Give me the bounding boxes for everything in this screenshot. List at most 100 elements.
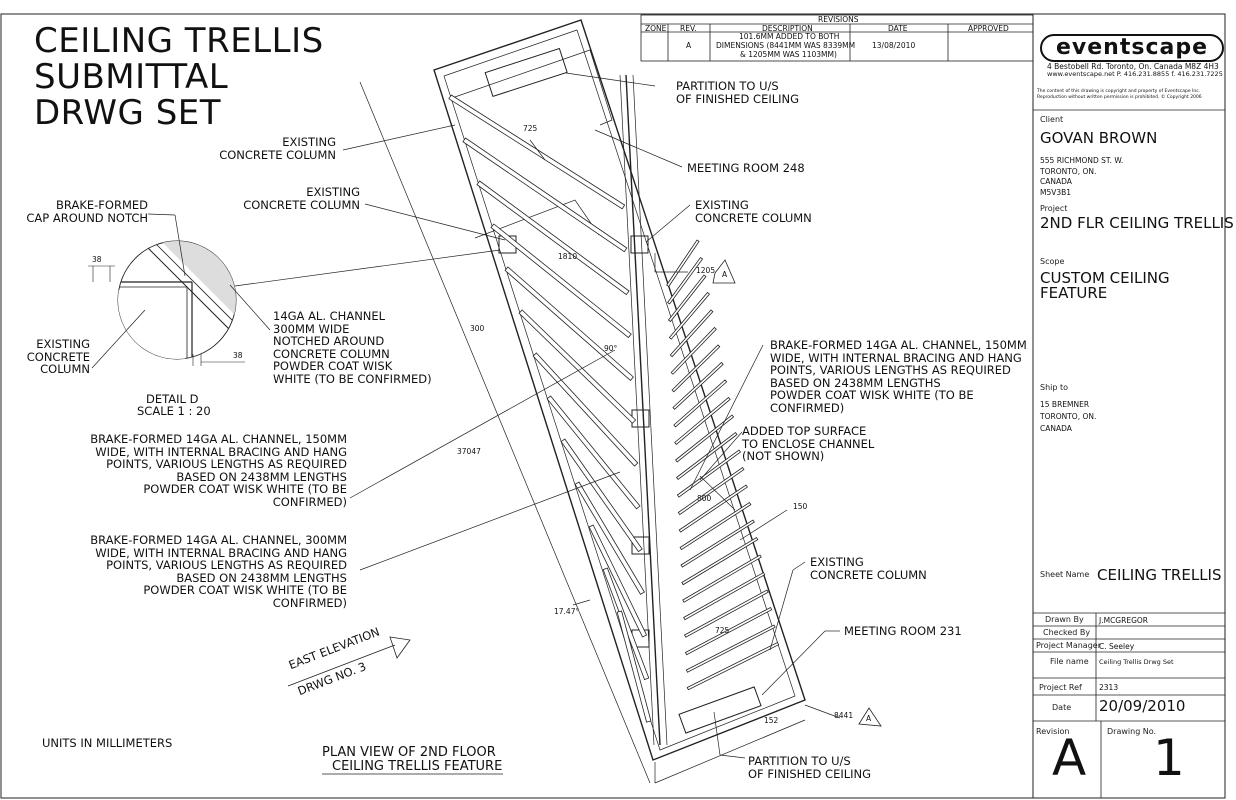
copyright-line1: The content of this drawing is copyright… bbox=[1037, 89, 1201, 94]
channel-150-21 bbox=[684, 606, 773, 656]
note-meeting-room-248: MEETING ROOM 248 bbox=[687, 161, 805, 175]
channel-150-17 bbox=[681, 536, 759, 586]
channel-150-0 bbox=[666, 239, 700, 287]
revision-value: A bbox=[1052, 729, 1087, 787]
channel-300-12 bbox=[616, 610, 652, 723]
plan-title-line2: CEILING TRELLIS FEATURE bbox=[332, 759, 503, 774]
channel-300-8 bbox=[560, 438, 643, 553]
channel-150-12 bbox=[676, 449, 742, 498]
channel-150-16 bbox=[680, 519, 755, 568]
dim-90-deg: 90° bbox=[604, 344, 618, 353]
client-label: Client bbox=[1040, 115, 1064, 124]
channel-300-2 bbox=[476, 180, 630, 296]
rev-row-rev: A bbox=[686, 41, 692, 50]
trellis-outline bbox=[433, 19, 806, 761]
title-block-grid bbox=[1033, 109, 1225, 798]
dim-150: 150 bbox=[793, 502, 808, 511]
dim-800: 800 bbox=[697, 494, 712, 503]
company-contact: www.eventscape.net P. 416.231.8855 f. 41… bbox=[1047, 70, 1223, 78]
leader-lines bbox=[91, 72, 841, 784]
revisions-heading: REVISIONS bbox=[818, 15, 859, 24]
rev-row-desc-1: 101.6MM ADDED TO BOTH bbox=[739, 32, 840, 41]
channel-150-3 bbox=[668, 291, 710, 340]
channel-300-4 bbox=[504, 266, 634, 381]
channel-150-4 bbox=[669, 309, 714, 358]
client-address-4: M5V3B1 bbox=[1040, 188, 1072, 197]
projref-value: 2313 bbox=[1099, 683, 1119, 692]
detail-d-title: DETAIL D bbox=[146, 392, 199, 406]
dim-38-top: 38 bbox=[92, 255, 102, 264]
detail-d-scale: SCALE 1 : 20 bbox=[137, 404, 211, 418]
rev-tag-a-top: A bbox=[722, 270, 728, 279]
rev-col-description: DESCRIPTION bbox=[762, 24, 813, 33]
rev-col-approved: APPROVED bbox=[968, 24, 1009, 33]
channel-150-1 bbox=[667, 256, 704, 305]
main-title-line3: DRWG SET bbox=[34, 93, 222, 133]
main-title-line1: CEILING TRELLIS bbox=[34, 21, 324, 61]
eventscape-logo: eventscape bbox=[1040, 34, 1224, 62]
filename-value: Ceiling Trellis Drwg Set bbox=[1099, 658, 1174, 666]
dim-38-right: 38 bbox=[233, 351, 243, 360]
note-meeting-room-231: MEETING ROOM 231 bbox=[844, 624, 962, 638]
channel-150-19 bbox=[683, 571, 766, 621]
scope-line2: FEATURE bbox=[1040, 284, 1108, 302]
rev-col-zone: ZONE bbox=[645, 24, 667, 33]
channel-300-1 bbox=[462, 137, 628, 253]
rev-col-date: DATE bbox=[888, 24, 908, 33]
scope-line1: CUSTOM CEILING bbox=[1040, 269, 1170, 287]
dim-8441: 8441 bbox=[834, 711, 854, 720]
rev-row-date: 13/08/2010 bbox=[872, 41, 916, 50]
rev-row-desc-3: & 1205MM WAS 1103MM) bbox=[740, 50, 837, 59]
dim-725-bottom: 725 bbox=[715, 626, 730, 635]
channel-300-5 bbox=[518, 309, 637, 424]
east-elevation-arrow bbox=[287, 636, 411, 687]
main-title-line2: SUBMITTAL bbox=[34, 57, 229, 97]
client-address-1: 555 RICHMOND ST. W. bbox=[1040, 156, 1124, 165]
client-address-2: TORONTO, ON. bbox=[1040, 167, 1097, 176]
revisions-table-grid bbox=[640, 14, 1034, 62]
rev-row-desc-2: DIMENSIONS (8441MM WAS 8339MM bbox=[716, 41, 856, 50]
channel-150-8 bbox=[673, 379, 728, 428]
plan-title-line1: PLAN VIEW OF 2ND FLOOR bbox=[322, 745, 496, 760]
sheetname-label: Sheet Name bbox=[1040, 570, 1090, 579]
date-value: 20/09/2010 bbox=[1099, 697, 1186, 715]
channel-150-6 bbox=[671, 344, 721, 393]
shipto-label: Ship to bbox=[1040, 383, 1069, 392]
units-note: UNITS IN MILLIMETERS bbox=[42, 736, 173, 750]
dim-725-top: 725 bbox=[523, 124, 538, 133]
shipto-line2: TORONTO, ON. bbox=[1040, 412, 1097, 421]
channel-150-18 bbox=[682, 554, 762, 603]
channel-150-13 bbox=[677, 466, 745, 516]
channel-150-2 bbox=[667, 274, 707, 323]
channel-150-5 bbox=[670, 326, 717, 375]
filename-label: File name bbox=[1050, 657, 1089, 666]
dim-37047: 37047 bbox=[457, 447, 481, 456]
dim-152: 152 bbox=[764, 716, 779, 725]
drawingno-label: Drawing No. bbox=[1107, 727, 1157, 736]
pm-value: C. Seeley bbox=[1099, 642, 1135, 651]
project-name: 2ND FLR CEILING TRELLIS bbox=[1040, 214, 1234, 232]
dim-300: 300 bbox=[470, 324, 485, 333]
company-address: 4 Bestobell Rd. Toronto, On. Canada M8Z … bbox=[1047, 62, 1219, 71]
date-label: Date bbox=[1052, 703, 1072, 712]
sheet-border bbox=[0, 13, 1226, 799]
drawnby-label: Drawn By bbox=[1045, 615, 1084, 624]
channel-300-3 bbox=[490, 223, 632, 339]
client-address-3: CANADA bbox=[1040, 177, 1072, 186]
channel-300-9 bbox=[574, 481, 645, 595]
dim-1810: 1810 bbox=[558, 252, 578, 261]
revision-label: Revision bbox=[1036, 727, 1070, 736]
